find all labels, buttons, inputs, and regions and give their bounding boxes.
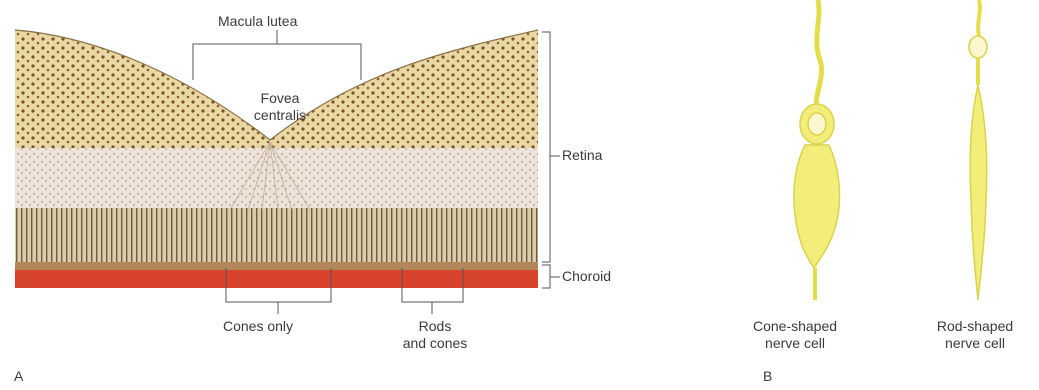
macula-lutea-label: Macula lutea <box>218 13 297 30</box>
retina-label: Retina <box>562 147 602 164</box>
cone-label-line1: Cone-shaped <box>745 318 845 335</box>
choroid-label: Choroid <box>562 268 611 285</box>
choroid-bracket <box>542 265 550 288</box>
retina-bracket <box>542 32 550 262</box>
choroid-band <box>15 270 540 288</box>
cone-label-line2: nerve cell <box>745 335 845 352</box>
rod-shaped-cell <box>969 0 987 300</box>
panel-b-letter: B <box>763 368 772 385</box>
rod-label-line1: Rod-shaped <box>925 318 1025 335</box>
plexiform-layer <box>15 148 540 210</box>
retina-cross-section <box>15 25 540 288</box>
rod-shaped-label: Rod-shaped nerve cell <box>925 318 1025 352</box>
rods-label-line1: Rods <box>395 318 475 335</box>
rods-and-cones-label: Rods and cones <box>395 318 475 352</box>
macula-bracket <box>193 44 361 80</box>
cones-only-label: Cones only <box>223 318 293 335</box>
fovea-label-line1: Fovea <box>235 90 325 107</box>
cone-shaped-label: Cone-shaped nerve cell <box>745 318 845 352</box>
cone-shaped-cell <box>794 0 840 300</box>
fovea-label-line2: centralis <box>235 107 325 124</box>
panel-a-letter: A <box>14 368 23 385</box>
pigment-band <box>15 262 540 270</box>
rod-label-line2: nerve cell <box>925 335 1025 352</box>
rods-cones-layer <box>15 208 540 268</box>
rods-label-line2: and cones <box>395 335 475 352</box>
fovea-centralis-label: Fovea centralis <box>235 90 325 124</box>
